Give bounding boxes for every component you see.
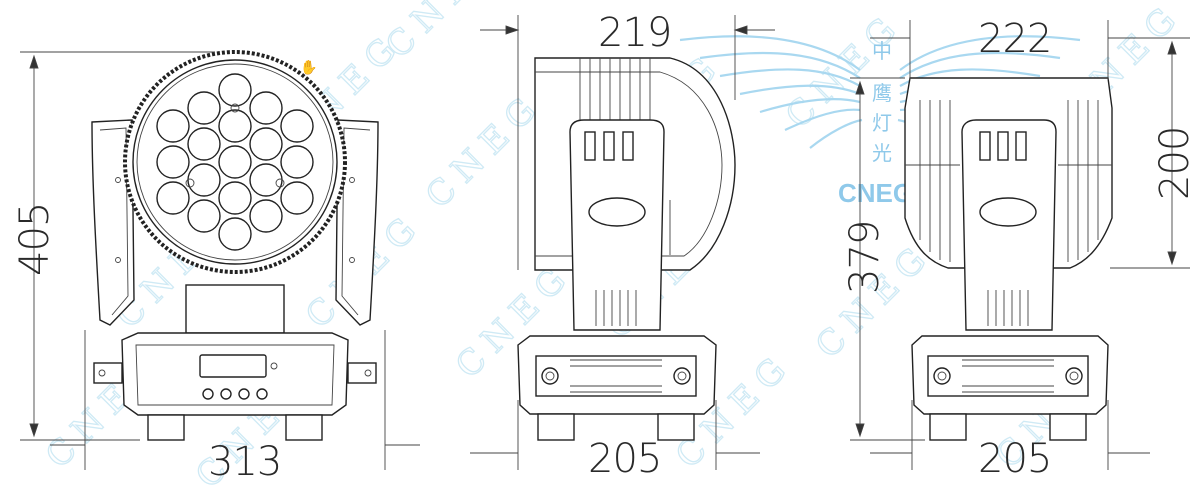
front-view: ✋ 405 313 xyxy=(12,50,420,485)
back-view: 222 200 379 205 xyxy=(842,16,1198,482)
side-dimensions xyxy=(470,15,775,470)
front-width-label: 313 xyxy=(208,439,281,485)
hand-icon: ✋ xyxy=(300,59,317,76)
front-yoke xyxy=(185,284,285,334)
front-base xyxy=(121,332,349,416)
logo-cn-char: 鹰 xyxy=(872,81,892,105)
back-head-height-label: 200 xyxy=(1152,127,1198,200)
side-base-width-label: 205 xyxy=(588,436,661,482)
front-head-ring xyxy=(123,50,347,274)
back-dimensions xyxy=(850,20,1190,470)
back-base-width-label: 205 xyxy=(978,436,1051,482)
led-lens-array xyxy=(156,73,314,251)
back-base xyxy=(911,335,1109,415)
logo-text: CNEG xyxy=(838,178,913,208)
logo-cn-char: 灯 xyxy=(872,111,892,135)
side-arm xyxy=(569,119,665,331)
watermark-text: CNEG xyxy=(378,0,511,66)
left-wing-icon xyxy=(679,35,863,149)
back-total-height-label: 379 xyxy=(842,221,888,294)
logo-cn-char: 光 xyxy=(872,141,892,165)
watermark-text: CNEG xyxy=(418,84,551,217)
front-right-arm xyxy=(335,119,379,326)
back-arm xyxy=(961,119,1057,331)
front-height-label: 405 xyxy=(12,203,58,276)
side-depth-label: 219 xyxy=(598,10,671,56)
side-view: 219 205 xyxy=(470,10,775,482)
logo-cn-char: 中 xyxy=(872,39,892,63)
back-head-width-label: 222 xyxy=(978,16,1051,62)
front-dimensions xyxy=(20,51,420,470)
